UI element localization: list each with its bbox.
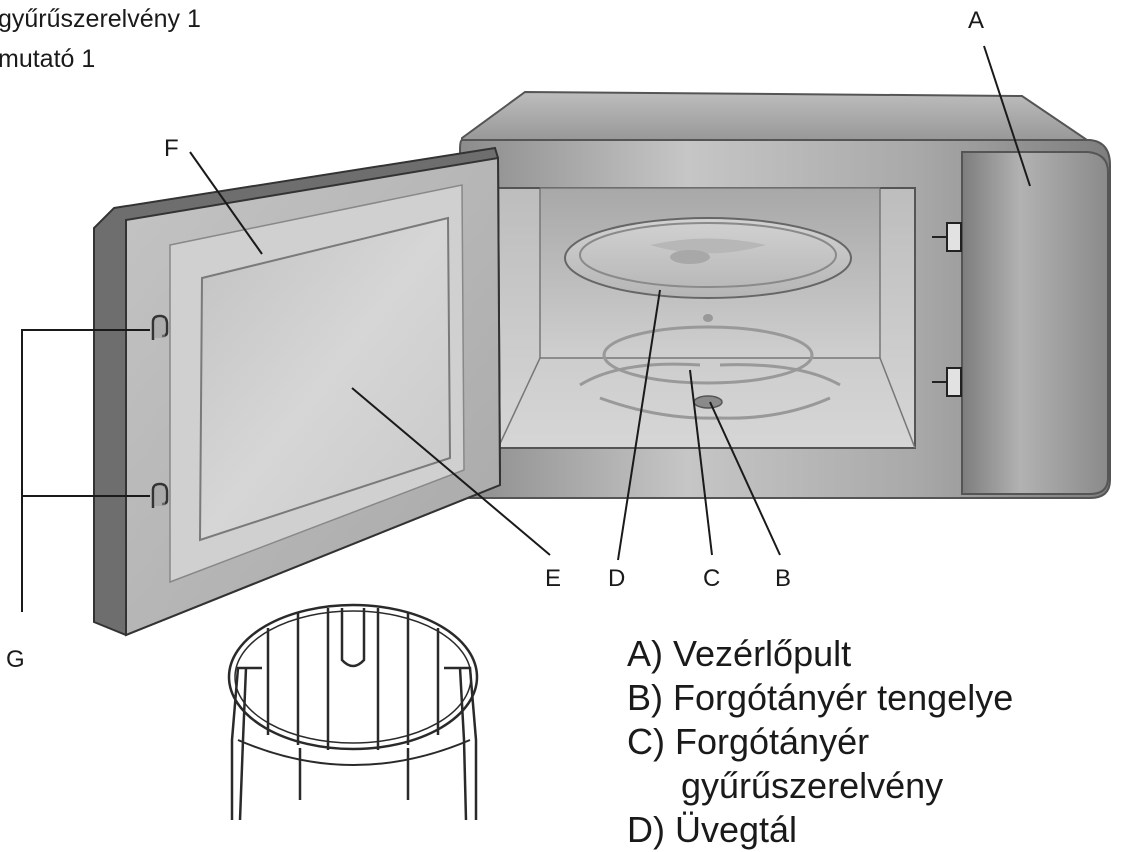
callout-a: A: [968, 7, 984, 34]
callout-c: C: [703, 565, 720, 592]
legend-item-c-cont: gyűrűszerelvény: [681, 765, 944, 806]
latch-slot-bottom: [932, 367, 962, 397]
legend-item-b: B) Forgótányér tengelye: [627, 677, 1014, 718]
callout-b: B: [775, 565, 791, 592]
latch-slot-top: [932, 222, 962, 252]
turntable-shaft: [693, 395, 723, 409]
callout-f: F: [164, 135, 179, 162]
legend-item-c: C) Forgótányér: [627, 721, 870, 762]
parts-legend: A) Vezérlőpult B) Forgótányér tengelye C…: [627, 632, 1013, 852]
partial-text-line-2: mutató 1: [0, 45, 96, 73]
door-hook-top: [151, 314, 169, 340]
control-panel: [961, 151, 1109, 495]
legend-item-d-partial: D) Üvegtál: [627, 809, 798, 850]
wire-rack: [227, 603, 479, 821]
callout-e: E: [545, 565, 561, 592]
leader-lines: [21, 45, 1031, 612]
legend-item-a: A) Vezérlőpult: [627, 633, 852, 674]
callout-d: D: [608, 565, 625, 592]
callout-g: G: [6, 646, 25, 673]
oven-door: [93, 146, 502, 637]
turntable-ring: [579, 325, 841, 420]
glass-tray: [564, 217, 852, 299]
door-hook-bottom: [151, 482, 169, 508]
partial-text-line-1: gyűrűszerelvény 1: [0, 5, 201, 33]
cavity-coupler: [703, 314, 713, 322]
door-window: [198, 216, 452, 542]
microwave-diagram: A F E D C B G: [6, 7, 1111, 821]
